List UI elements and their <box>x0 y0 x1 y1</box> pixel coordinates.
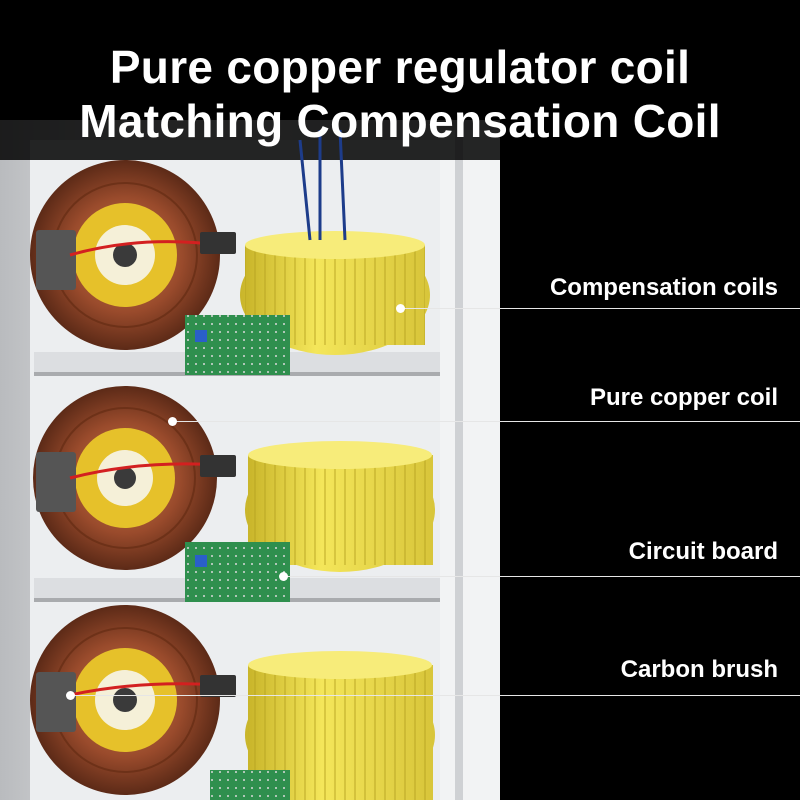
headline: Pure copper regulator coil Matching Comp… <box>0 40 800 148</box>
callout-label-compensation-coils: Compensation coils <box>549 274 778 301</box>
pointer-dot-icon <box>396 304 405 313</box>
callout-label-carbon-brush: Carbon brush <box>620 656 778 683</box>
callout-line-pure-copper-coil <box>172 421 800 422</box>
callout-label-pure-copper-coil: Pure copper coil <box>589 384 778 411</box>
headline-line-1: Pure copper regulator coil <box>109 41 691 93</box>
callout-line-carbon-brush <box>70 695 800 696</box>
pointer-dot-icon <box>279 572 288 581</box>
headline-line-2: Matching Compensation Coil <box>79 95 721 147</box>
callout-label-circuit-board: Circuit board <box>628 538 778 565</box>
callout-line-compensation-coils <box>400 308 800 309</box>
pointer-dot-icon <box>168 417 177 426</box>
pointer-dot-icon <box>66 691 75 700</box>
callout-line-circuit-board <box>283 576 800 577</box>
